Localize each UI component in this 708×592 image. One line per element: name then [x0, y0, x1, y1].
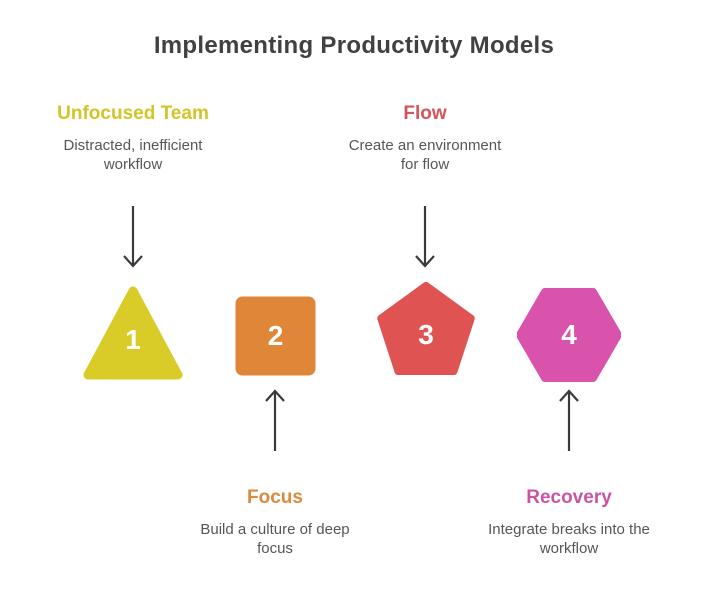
down-arrow-icon: [415, 206, 435, 268]
step-2-description: Build a culture of deep focus: [200, 521, 350, 557]
step-3-label: Flow: [403, 103, 447, 124]
step-2-label: Focus: [247, 487, 303, 508]
step-4-label: Recovery: [526, 487, 612, 508]
up-arrow-icon: [559, 389, 579, 451]
step-4-description: Integrate breaks into the workflow: [488, 521, 650, 557]
step-shape-square: [235, 296, 316, 376]
down-arrow-icon: [123, 206, 143, 268]
page-title: Implementing Productivity Models: [153, 32, 555, 59]
step-1-description: Distracted, inefficient workflow: [63, 137, 203, 173]
step-shape-pentagon: [377, 282, 475, 375]
step-shape-hexagon: [517, 288, 621, 382]
up-arrow-icon: [265, 389, 285, 451]
step-1-label: Unfocused Team: [57, 103, 209, 124]
step-3-description: Create an environment for flow: [348, 137, 502, 173]
step-shape-triangle: [83, 286, 183, 380]
